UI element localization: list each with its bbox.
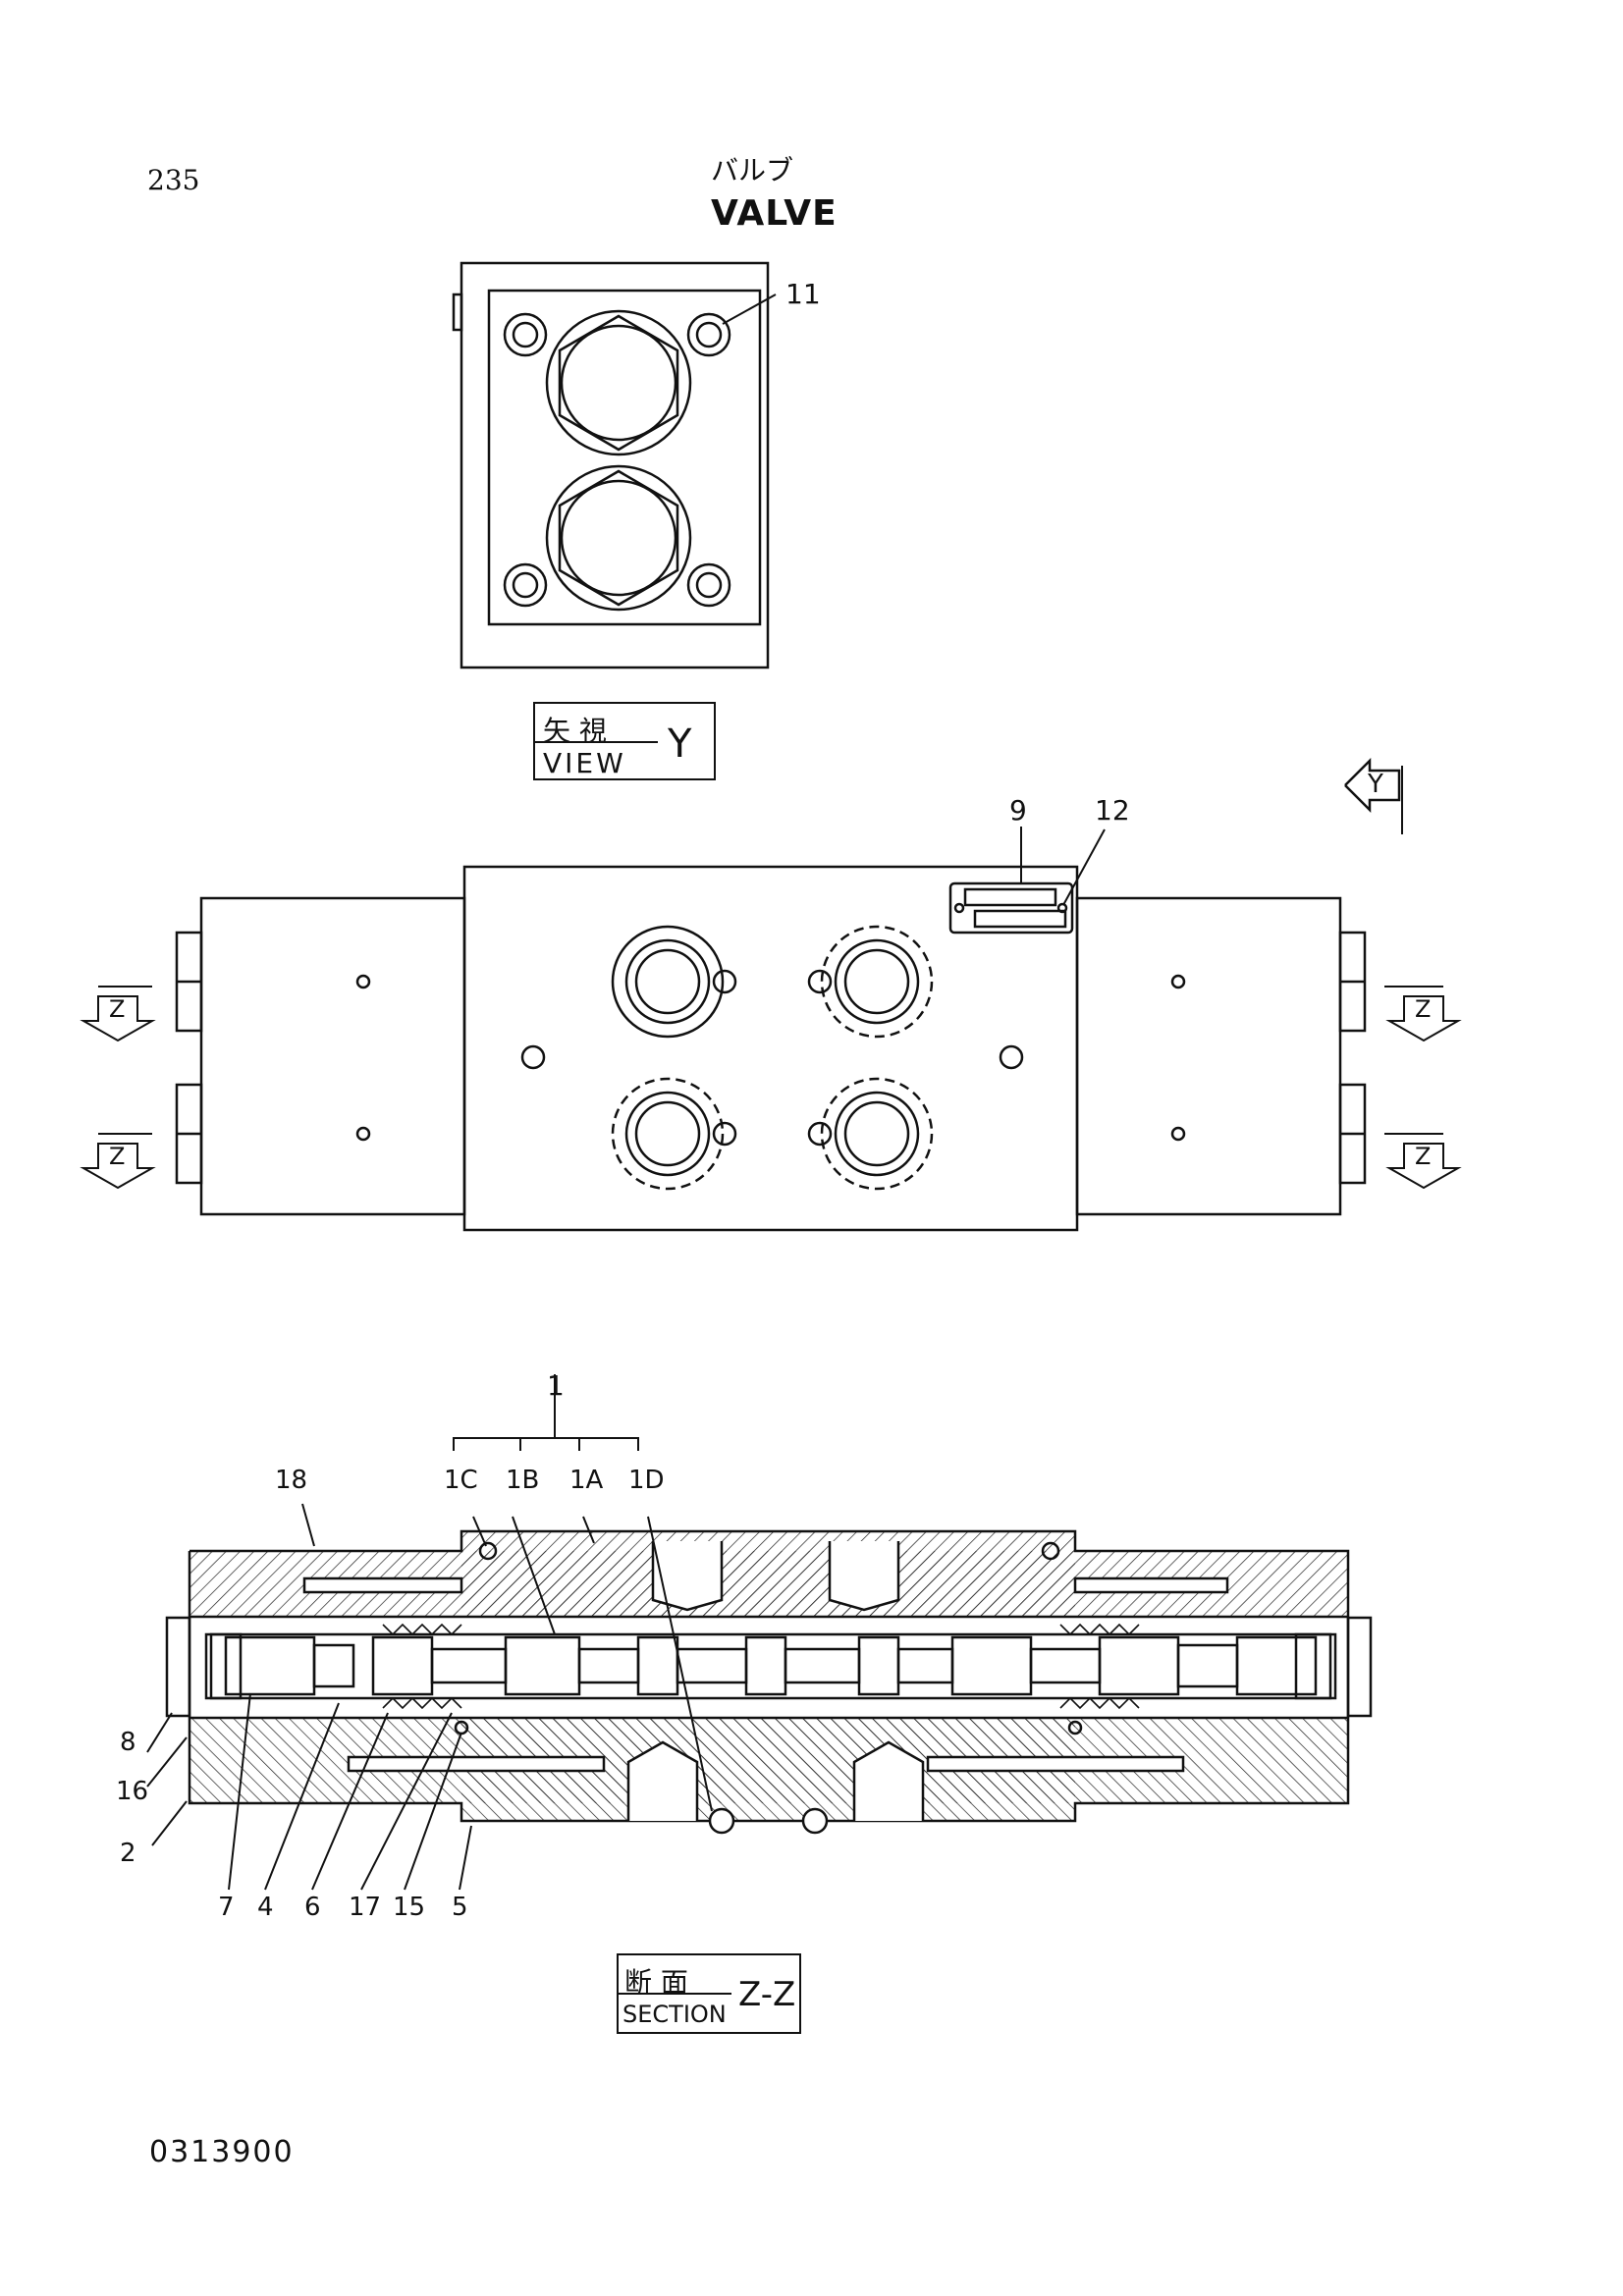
callout-5: 5	[452, 1893, 468, 1922]
callout-15: 15	[393, 1893, 426, 1922]
view-y-label: 矢 視 VIEW Y	[533, 702, 716, 780]
section-zz-label: 断 面 SECTION Z-Z	[617, 1953, 801, 2034]
callout-1d: 1D	[628, 1466, 665, 1495]
arrow-z-icon	[80, 986, 1462, 1190]
view-label-rule	[535, 741, 658, 743]
callout-16: 16	[116, 1777, 149, 1806]
page-number: 235	[147, 164, 200, 196]
arrow-z-letter-1: Z	[109, 995, 126, 1023]
callout-6: 6	[304, 1893, 321, 1922]
callout-17: 17	[349, 1893, 382, 1922]
callout-1a: 1A	[569, 1466, 604, 1495]
title-japanese: バルブ	[711, 154, 794, 187]
callout-1b: 1B	[506, 1466, 540, 1495]
callout-1c: 1C	[444, 1466, 478, 1495]
view-label-letter: Y	[668, 721, 692, 767]
callout-8: 8	[120, 1728, 136, 1757]
section-zz-drawing	[165, 1529, 1373, 1835]
arrow-y-icon	[1344, 757, 1403, 834]
callout-18: 18	[275, 1466, 308, 1495]
view-label-jp: 矢 視	[543, 715, 607, 747]
section-leaders	[146, 1374, 713, 1891]
view-y-drawing	[452, 261, 770, 669]
arrow-y-letter: Y	[1368, 770, 1383, 799]
section-label-en: SECTION	[622, 2001, 727, 2028]
title-english: VALVE	[711, 193, 838, 234]
section-label-jp: 断 面	[624, 1966, 688, 1999]
callout-1: 1	[547, 1369, 565, 1402]
callout-12: 12	[1095, 794, 1130, 827]
callout-11: 11	[785, 278, 821, 310]
callout-4: 4	[257, 1893, 274, 1922]
section-label-letter: Z-Z	[738, 1975, 796, 2014]
arrow-z-letter-4: Z	[1415, 1143, 1432, 1170]
arrow-z-letter-2: Z	[109, 1143, 126, 1170]
valve-body-view	[175, 827, 1367, 1232]
arrow-z-letter-3: Z	[1415, 995, 1432, 1023]
callout-9: 9	[1009, 794, 1027, 827]
callout-7: 7	[218, 1893, 235, 1922]
callout-2: 2	[120, 1839, 136, 1868]
view-label-en: VIEW	[543, 747, 626, 779]
section-label-rule	[619, 1993, 731, 1995]
document-number: 0313900	[149, 2135, 295, 2169]
